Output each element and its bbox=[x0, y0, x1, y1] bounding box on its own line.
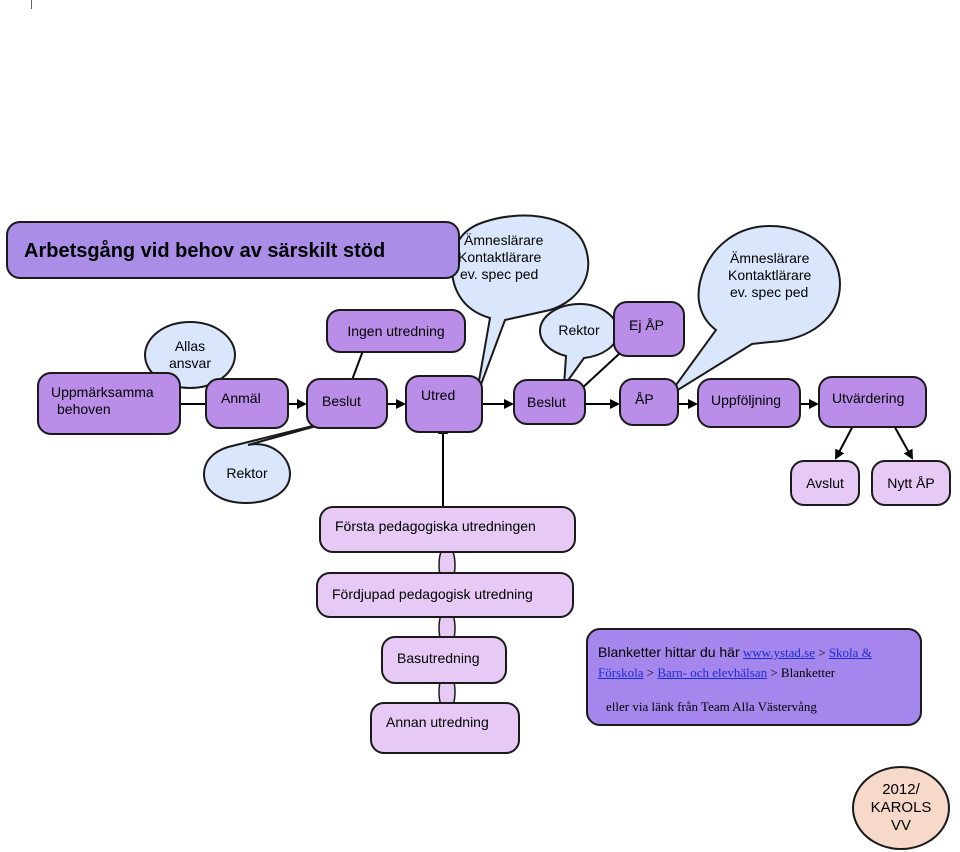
bubble-amneslarare-2-shape bbox=[667, 224, 842, 397]
info-sep-1: > bbox=[814, 645, 829, 660]
link-barn-elevhalsan[interactable]: Barn- och elevhälsan bbox=[657, 665, 768, 680]
info-line-2: eller via länk från Team Alla Västervång bbox=[606, 699, 817, 714]
node-utred: Utred bbox=[405, 375, 483, 433]
arrow-utvardering-nyttap bbox=[891, 421, 913, 460]
link-ystad[interactable]: www.ystad.se bbox=[742, 645, 815, 660]
bubble-rektor-2: Rektor bbox=[558, 322, 600, 338]
bubble-allas-ansvar: Allas ansvar bbox=[168, 338, 212, 371]
link-skola-forskola[interactable]: Skola & Förskola bbox=[598, 645, 872, 680]
bubble-amneslarare-2: Ämneslärare Kontaktlärare ev. spec ped bbox=[728, 250, 812, 300]
page-title: Arbetsgång vid behov av särskilt stöd bbox=[6, 221, 460, 279]
investigation-forsta: Första pedagogiska utredningen bbox=[319, 506, 576, 553]
bubble-rektor-1-shape bbox=[202, 417, 346, 505]
node-beslut-2: Beslut bbox=[513, 379, 586, 425]
node-anmal: Anmäl bbox=[205, 378, 289, 429]
node-avslut: Avslut bbox=[790, 460, 860, 506]
info-line-1: Blanketter hittar du här www.ystad.se > … bbox=[598, 642, 910, 683]
investigation-fordjupad: Fördjupad pedagogisk utredning bbox=[316, 572, 574, 618]
bubble-rektor-2-shape bbox=[538, 302, 620, 390]
node-ej-ap: Ej ÅP bbox=[613, 301, 685, 357]
info-box: Blanketter hittar du här www.ystad.se > … bbox=[586, 628, 922, 726]
node-ap: ÅP bbox=[619, 378, 679, 426]
arrow-utvardering-avslut bbox=[835, 421, 856, 460]
bubble-rektor-1: Rektor bbox=[226, 465, 268, 481]
investigation-annan: Annan utredning bbox=[370, 702, 520, 754]
bubble-allas-shape bbox=[144, 321, 236, 389]
node-beslut-1: Beslut bbox=[306, 378, 388, 429]
stamp-badge: 2012/ KAROLS VV bbox=[852, 766, 950, 850]
node-ingen-utredning: Ingen utredning bbox=[326, 309, 466, 353]
node-utvardering: Utvärdering bbox=[818, 376, 927, 428]
bubble-amneslarare-1: Ämneslärare Kontaktlärare ev. spec ped bbox=[458, 232, 544, 282]
text-cursor bbox=[31, 0, 32, 9]
info-sep-2: > bbox=[643, 665, 658, 680]
node-uppfoljning: Uppföljning bbox=[697, 378, 801, 428]
info-intro: Blanketter hittar du här bbox=[598, 644, 740, 660]
node-uppmarksamma: Uppmärksamma behoven bbox=[37, 372, 181, 435]
info-sep-3: > Blanketter bbox=[767, 665, 836, 680]
node-nytt-ap: Nytt ÅP bbox=[871, 460, 951, 506]
investigation-basutredning: Basutredning bbox=[381, 636, 507, 684]
